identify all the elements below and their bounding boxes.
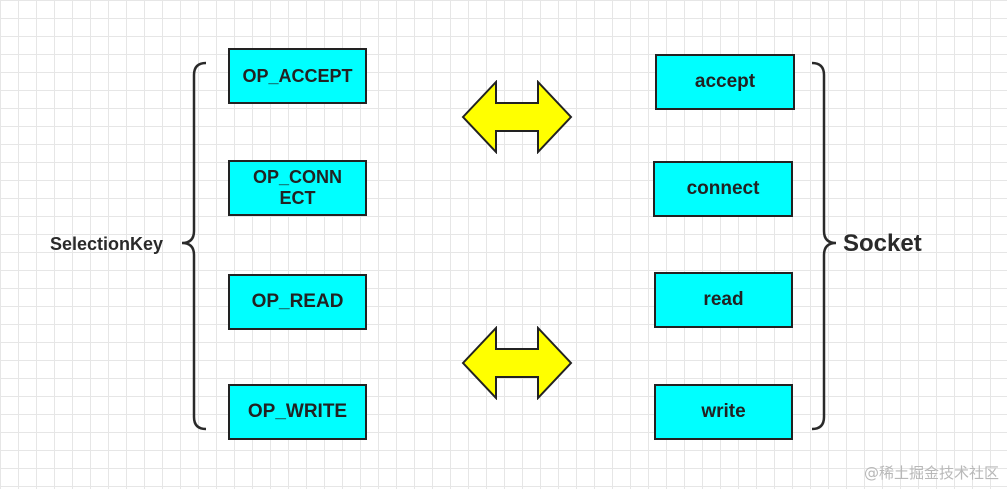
connect-box: connect (653, 161, 793, 217)
selectionkey-label: SelectionKey (50, 234, 164, 254)
op-connect-label: OP_CONN ECT (252, 167, 342, 208)
op-read-box: OP_READ (228, 274, 367, 330)
left-brace (181, 61, 207, 431)
read-label: read (703, 289, 744, 311)
accept-box: accept (655, 54, 795, 110)
write-label: write (701, 401, 746, 423)
op-connect-box: OP_CONN ECT (228, 160, 367, 216)
op-write-box: OP_WRITE (228, 384, 367, 440)
right-brace (811, 61, 837, 431)
op-accept-box: OP_ACCEPT (228, 48, 367, 104)
watermark: @稀土掘金技术社区 (863, 464, 999, 482)
op-read-label: OP_READ (251, 291, 344, 313)
socket-label: Socket (843, 230, 922, 257)
read-box: read (654, 272, 793, 328)
double-arrow-bottom (461, 326, 573, 400)
op-write-label: OP_WRITE (247, 401, 348, 423)
double-arrow-top (461, 80, 573, 154)
connect-label: connect (686, 178, 760, 200)
accept-label: accept (694, 71, 756, 93)
op-accept-label: OP_ACCEPT (242, 65, 353, 86)
write-box: write (654, 384, 793, 440)
